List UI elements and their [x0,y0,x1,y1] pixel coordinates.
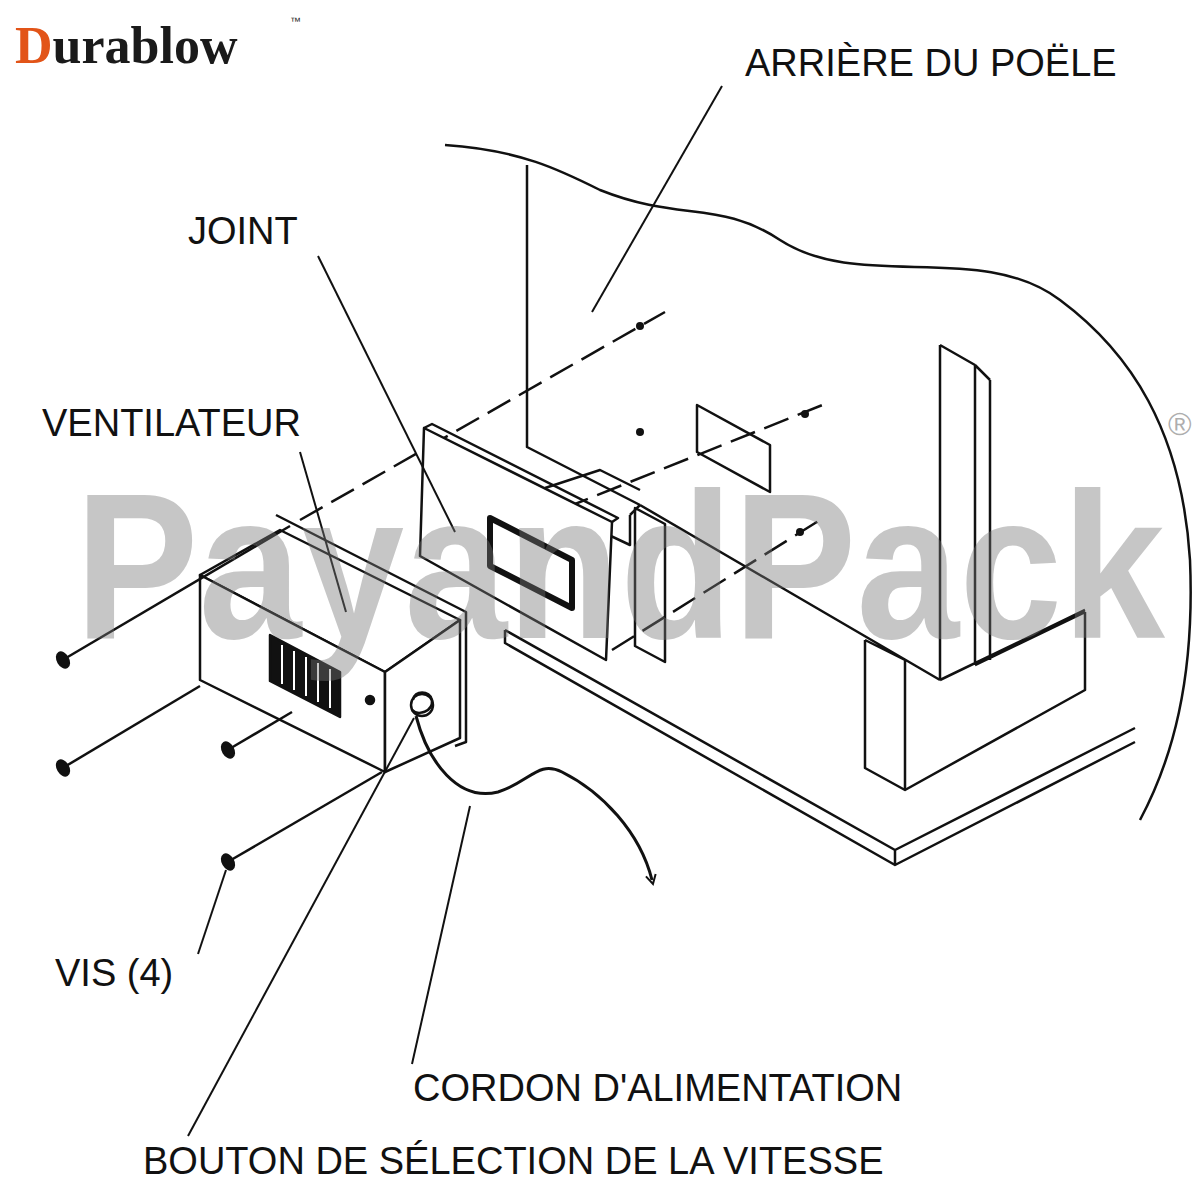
speed-knob-ring [412,693,432,713]
part-name: CORDON D'ALIMENTATION [413,1069,902,1107]
part-name: ARRIÈRE DU POËLE [745,44,1117,82]
leader-line [412,806,470,1064]
screw [66,686,200,766]
screw-head [220,853,237,872]
screw-head [55,759,72,778]
part-name: VIS (4) [55,954,173,992]
axis-dot [801,410,809,418]
fan-rivet [366,696,374,704]
leader-line [188,718,414,1136]
part-name: BOUTON DE SÉLECTION DE LA VITESSE [143,1142,884,1180]
leader-line [198,870,226,954]
screw [231,772,382,860]
trademark-mark: ™ [290,16,301,27]
axis-dot [636,428,644,436]
watermark: PayandPack [75,462,1165,670]
registered-mark: ® [1168,408,1192,440]
part-name: JOINT [188,212,298,250]
axis-dot [636,322,644,330]
screw-head [220,741,237,760]
screw-head [55,651,72,670]
screw [231,712,292,748]
power-cord [416,716,652,880]
leader-line [592,86,722,312]
part-name: VENTILATEUR [42,404,301,442]
brand-logo: Durablow [15,20,237,72]
